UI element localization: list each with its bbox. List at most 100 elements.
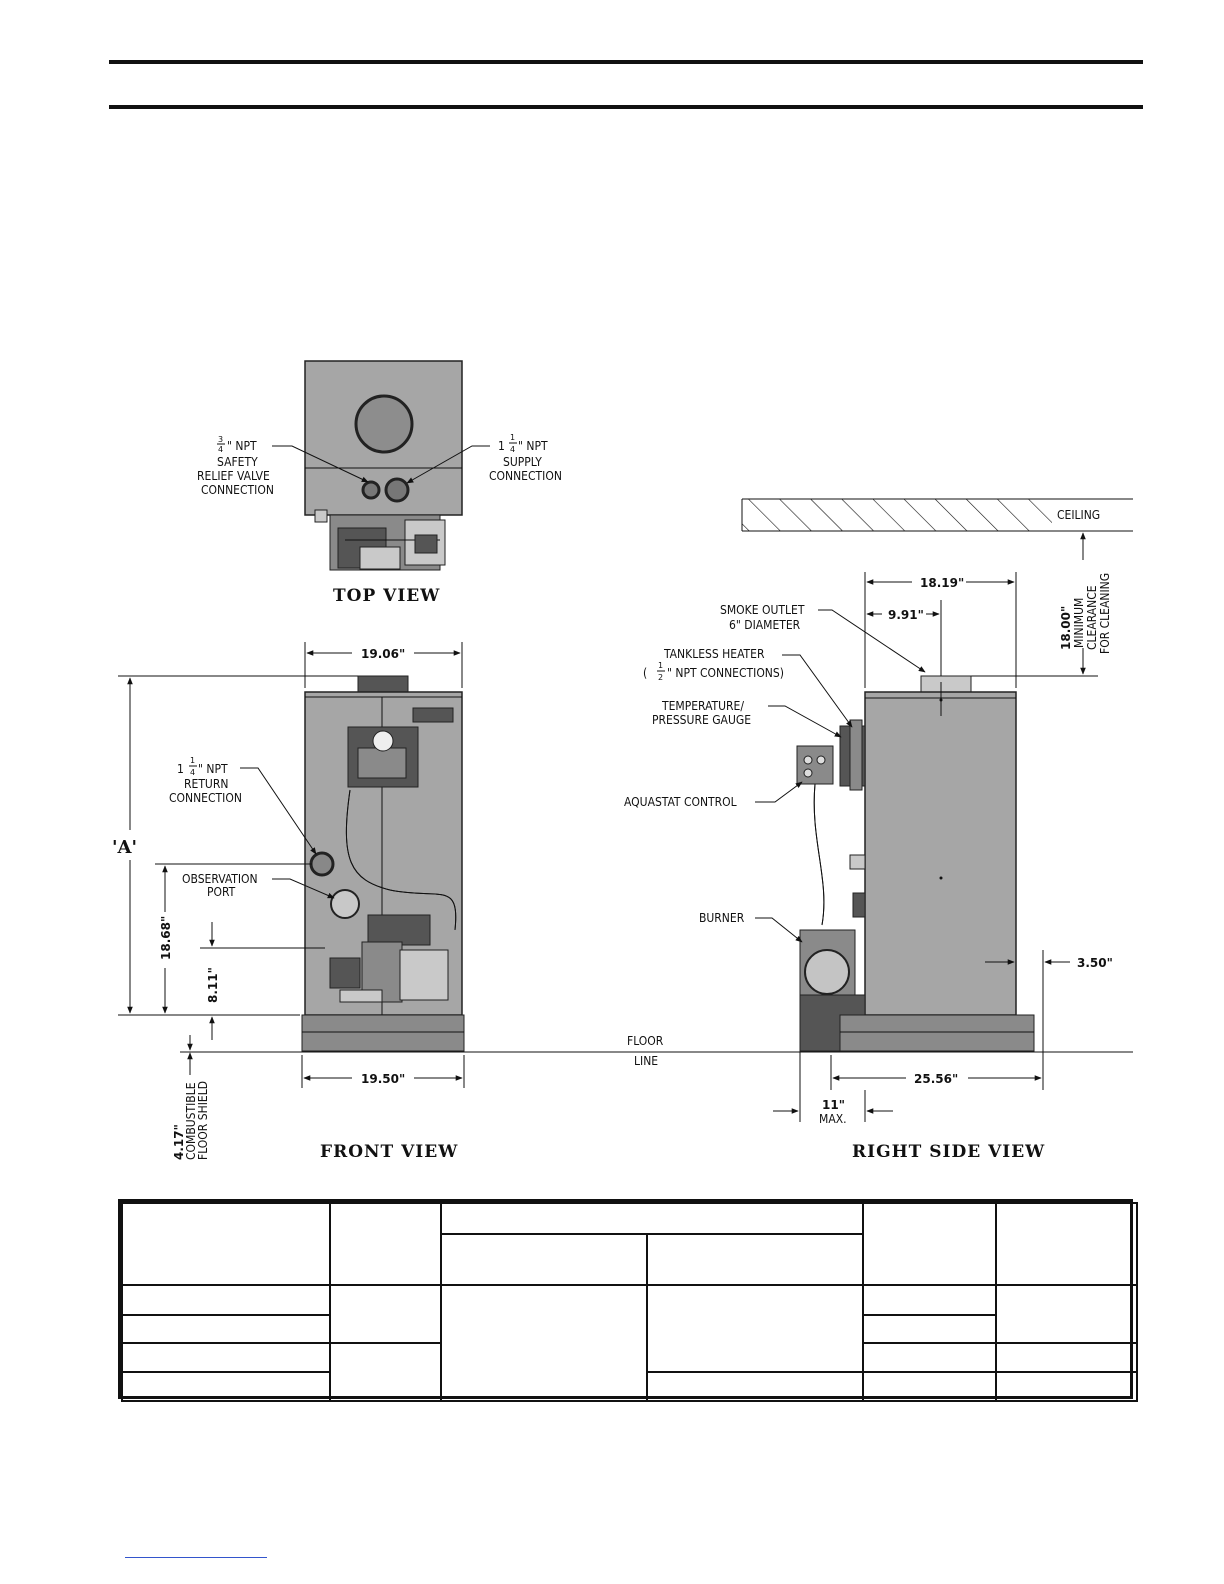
- svg-text:18.00": 18.00": [1059, 606, 1073, 650]
- burner-max-dim: 11" MAX.: [819, 1098, 847, 1126]
- flue-outlet-circle: [354, 394, 414, 454]
- table-cell: [862, 1342, 997, 1373]
- svg-text:4: 4: [190, 768, 195, 777]
- front-top-width: 19.06": [361, 647, 405, 661]
- right-side-view: CEILING 18.00" MINIMUM CLEARANCE FOR CLE…: [624, 498, 1133, 1162]
- svg-text:FLOOR SHIELD: FLOOR SHIELD: [196, 1081, 210, 1160]
- svg-text:1: 1: [658, 661, 663, 670]
- svg-text:MAX.: MAX.: [819, 1112, 847, 1126]
- aquastat-callout: AQUASTAT CONTROL: [624, 781, 803, 809]
- table-cell: [121, 1371, 331, 1402]
- svg-text:4.17": 4.17": [172, 1124, 186, 1160]
- base-depth-dim: 25.56": [914, 1072, 958, 1086]
- svg-text:" NPT: " NPT: [518, 439, 548, 453]
- observation-port: [330, 889, 360, 919]
- svg-text:LINE: LINE: [634, 1054, 658, 1068]
- table-subheader-cell: [646, 1233, 864, 1286]
- rear-offset-dim: 3.50": [1077, 956, 1113, 970]
- clearance-label: 18.00" MINIMUM CLEARANCE FOR CLEANING: [1059, 573, 1112, 654]
- svg-text:OBSERVATION: OBSERVATION: [182, 872, 258, 886]
- smoke-offset-dim: 9.91": [888, 608, 924, 622]
- svg-text:AQUASTAT CONTROL: AQUASTAT CONTROL: [624, 795, 737, 809]
- supply-callout: 1 1 4 " NPT SUPPLY CONNECTION: [406, 433, 562, 484]
- table-cell: [646, 1371, 864, 1402]
- right-side-view-title: RIGHT SIDE VIEW: [852, 1142, 1045, 1162]
- svg-text:" NPT CONNECTIONS): " NPT CONNECTIONS): [667, 666, 784, 680]
- table-cell: [862, 1284, 997, 1316]
- table-cell: [440, 1284, 648, 1402]
- relief-valve-callout: 3 4 " NPT SAFETY RELIEF VALVE CONNECTION: [197, 435, 369, 497]
- table-cell: [121, 1314, 331, 1344]
- burner-height-dim: 8.11": [206, 967, 220, 1003]
- svg-text:1: 1: [498, 439, 505, 453]
- svg-text:" NPT: " NPT: [198, 762, 228, 776]
- table-cell: [995, 1371, 1138, 1402]
- table-cell: [995, 1342, 1138, 1373]
- specifications-table: [118, 1199, 1138, 1402]
- svg-text:1: 1: [190, 756, 195, 765]
- tankless-heater-callout: TANKLESS HEATER ( 1 2 " NPT CONNECTIONS): [643, 647, 853, 728]
- ceiling-hatch: [742, 499, 1052, 531]
- front-base: [301, 1014, 465, 1052]
- return-height-dim: 18.68": [159, 916, 173, 960]
- return-callout: 1 1 4 " NPT RETURN CONNECTION: [169, 756, 317, 855]
- table-subheader-cell: [440, 1233, 648, 1286]
- side-base: [839, 1014, 1035, 1052]
- front-view-title: FRONT VIEW: [320, 1142, 458, 1162]
- front-view: FRONT VIEW 19.06" 'A' 18.68" 8.11" 19.50…: [112, 642, 465, 1162]
- svg-text:COMBUSTIBLE: COMBUSTIBLE: [184, 1082, 198, 1160]
- svg-text:PORT: PORT: [207, 885, 236, 899]
- svg-text:11": 11": [822, 1098, 845, 1112]
- table-cell: [862, 1314, 997, 1344]
- svg-text:6" DIAMETER: 6" DIAMETER: [729, 618, 801, 632]
- temp-gauge-callout: TEMPERATURE/ PRESSURE GAUGE: [652, 699, 842, 738]
- svg-text:1: 1: [177, 762, 184, 776]
- table-cell: [329, 1342, 442, 1402]
- table-cell: [121, 1342, 331, 1373]
- table-header-cell: [121, 1202, 331, 1286]
- height-a-label: 'A': [112, 837, 137, 858]
- supply-port: [384, 477, 410, 503]
- table-cell: [329, 1284, 442, 1344]
- aquastat-box: [796, 745, 834, 785]
- svg-text:(: (: [643, 666, 647, 680]
- svg-text:TANKLESS HEATER: TANKLESS HEATER: [663, 647, 765, 661]
- svg-text:MINIMUM: MINIMUM: [1072, 598, 1086, 648]
- table-header-group-cell: [440, 1202, 864, 1235]
- burner-callout: BURNER: [699, 911, 803, 943]
- floor-line-label: FLOOR LINE: [627, 1034, 664, 1068]
- svg-text:SAFETY: SAFETY: [217, 455, 258, 469]
- relief-valve-port: [361, 480, 381, 500]
- floor-shield-label: 4.17" COMBUSTIBLE FLOOR SHIELD: [172, 1081, 210, 1160]
- svg-text:CLEARANCE: CLEARANCE: [1085, 585, 1099, 650]
- footer-link-underline[interactable]: [125, 1557, 267, 1558]
- svg-text:RETURN: RETURN: [184, 777, 228, 791]
- svg-text:PRESSURE GAUGE: PRESSURE GAUGE: [652, 713, 751, 727]
- table-cell: [862, 1371, 997, 1402]
- table-cell: [121, 1284, 331, 1316]
- svg-text:SMOKE OUTLET: SMOKE OUTLET: [720, 603, 805, 617]
- svg-text:3: 3: [218, 435, 223, 444]
- svg-text:FLOOR: FLOOR: [627, 1034, 664, 1048]
- return-connection-port: [309, 851, 335, 877]
- table-cell: [995, 1284, 1138, 1344]
- side-width-dim: 18.19": [920, 576, 964, 590]
- top-view: TOP VIEW 3 4 " NPT SAFETY RELIEF VALVE C…: [197, 360, 562, 606]
- top-view-title: TOP VIEW: [333, 586, 440, 606]
- table-header-cell: [862, 1202, 997, 1286]
- svg-text:CONNECTION: CONNECTION: [489, 469, 562, 483]
- svg-text:FOR CLEANING: FOR CLEANING: [1098, 573, 1112, 654]
- svg-text:4: 4: [510, 445, 515, 454]
- svg-text:BURNER: BURNER: [699, 911, 745, 925]
- svg-text:1: 1: [510, 433, 515, 442]
- table-header-cell: [329, 1202, 442, 1286]
- svg-text:RELIEF VALVE: RELIEF VALVE: [197, 469, 270, 483]
- table-cell: [646, 1284, 864, 1373]
- smoke-outlet-callout: SMOKE OUTLET 6" DIAMETER: [720, 603, 926, 673]
- svg-text:CONNECTION: CONNECTION: [201, 483, 274, 497]
- svg-text:TEMPERATURE/: TEMPERATURE/: [661, 699, 744, 713]
- front-bottom-width: 19.50": [361, 1072, 405, 1086]
- svg-text:" NPT: " NPT: [227, 439, 257, 453]
- table-header-cell: [995, 1202, 1138, 1286]
